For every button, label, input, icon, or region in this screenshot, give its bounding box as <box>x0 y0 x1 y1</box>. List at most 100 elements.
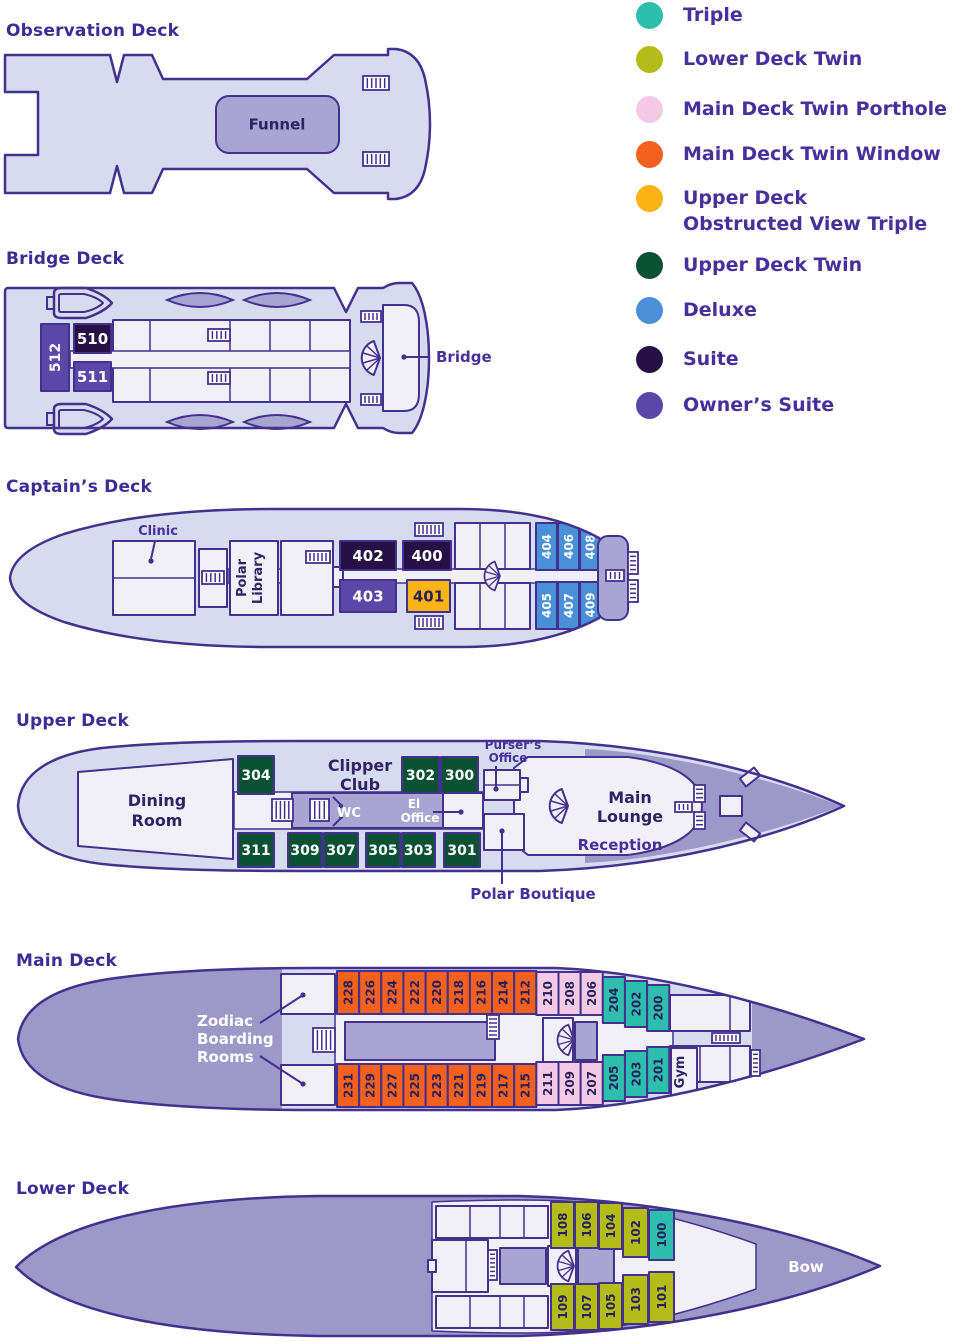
legend-color-dot <box>636 392 663 419</box>
legend-item-label: Main Deck Twin Window <box>683 143 941 165</box>
legend-item-triple: Triple <box>636 2 743 29</box>
cabin-103[interactable]: 103 <box>622 1274 649 1325</box>
cabin-206[interactable]: 206 <box>579 971 604 1016</box>
cabin-212[interactable]: 212 <box>513 970 538 1015</box>
cabin-301[interactable]: 301 <box>443 832 481 868</box>
svg-text:203: 203 <box>629 1061 643 1086</box>
cabin-311[interactable]: 311 <box>237 832 275 868</box>
svg-text:103: 103 <box>629 1287 643 1312</box>
cabin-215[interactable]: 215 <box>513 1063 538 1108</box>
stairs-icon <box>627 551 639 575</box>
reception-label: Reception <box>578 836 663 854</box>
legend-color-dot <box>636 96 663 123</box>
cabin-106[interactable]: 106 <box>574 1201 599 1249</box>
cabin-307[interactable]: 307 <box>323 832 359 868</box>
cabin-300[interactable]: 300 <box>440 756 479 794</box>
cabin-511[interactable]: 511 <box>73 361 112 392</box>
svg-text:307: 307 <box>326 843 355 859</box>
cabin-221[interactable]: 221 <box>446 1063 471 1108</box>
cabin-227[interactable]: 227 <box>380 1063 405 1108</box>
cabin-211[interactable]: 211 <box>535 1061 560 1106</box>
svg-text:217: 217 <box>496 1073 510 1098</box>
deck-title-lower: Lower Deck <box>16 1179 130 1199</box>
cabin-220[interactable]: 220 <box>424 970 449 1015</box>
cabin-219[interactable]: 219 <box>468 1063 494 1108</box>
svg-text:207: 207 <box>585 1071 599 1096</box>
svg-text:400: 400 <box>411 547 442 565</box>
cabin-407[interactable]: 407 <box>557 581 580 630</box>
legend-color-dot <box>636 185 663 212</box>
cabin-228[interactable]: 228 <box>336 970 361 1015</box>
svg-text:100: 100 <box>655 1222 669 1247</box>
cabin-203[interactable]: 203 <box>623 1050 649 1098</box>
main-lounge-label: Main <box>608 788 652 807</box>
cabin-402[interactable]: 402 <box>339 540 397 571</box>
stairs-icon <box>360 393 382 406</box>
cabin-510[interactable]: 510 <box>73 323 112 354</box>
cabin-223[interactable]: 223 <box>424 1063 449 1108</box>
cabin-105[interactable]: 105 <box>598 1282 623 1330</box>
cabin-302[interactable]: 302 <box>401 756 440 794</box>
cabin-201[interactable]: 201 <box>646 1046 671 1094</box>
cabin-202[interactable]: 202 <box>623 980 649 1028</box>
legend-color-dot <box>636 141 663 168</box>
cabin-512[interactable]: 512 <box>40 323 70 392</box>
cabin-107[interactable]: 107 <box>574 1283 599 1331</box>
cabin-208[interactable]: 208 <box>557 971 582 1016</box>
polar-boutique-label: Polar Boutique <box>470 885 596 903</box>
cabin-210[interactable]: 210 <box>535 971 560 1016</box>
svg-text:221: 221 <box>452 1073 466 1098</box>
cabin-231[interactable]: 231 <box>336 1063 361 1108</box>
cabin-225[interactable]: 225 <box>402 1063 427 1108</box>
cabin-403[interactable]: 403 <box>339 579 397 613</box>
cabin-200[interactable]: 200 <box>646 984 671 1032</box>
cabin-309[interactable]: 309 <box>287 832 323 868</box>
cabin-222[interactable]: 222 <box>402 970 427 1015</box>
stairs-icon <box>362 151 390 167</box>
cabin-205[interactable]: 205 <box>601 1054 626 1102</box>
cabin-101[interactable]: 101 <box>648 1271 675 1323</box>
cabin-109[interactable]: 109 <box>550 1283 575 1331</box>
legend-color-dot <box>636 2 663 29</box>
bow-label: Bow <box>788 1258 824 1276</box>
cabin-224[interactable]: 224 <box>380 970 405 1015</box>
cabin-209[interactable]: 209 <box>557 1061 582 1106</box>
stairs-icon <box>305 550 331 564</box>
clipper-club-label: Club <box>340 775 380 794</box>
stairs-icon <box>605 569 625 582</box>
dining-room-label: Dining <box>128 791 186 810</box>
legend-item-window: Main Deck Twin Window <box>636 141 941 168</box>
cabin-304[interactable]: 304 <box>237 755 275 795</box>
cabin-218[interactable]: 218 <box>446 970 471 1015</box>
svg-text:102: 102 <box>629 1220 643 1245</box>
deck-title-main: Main Deck <box>16 951 118 971</box>
cabin-102[interactable]: 102 <box>622 1207 649 1258</box>
cabin-207[interactable]: 207 <box>579 1061 604 1106</box>
stairs-icon <box>711 1032 741 1044</box>
cabin-214[interactable]: 214 <box>491 970 516 1015</box>
svg-text:105: 105 <box>604 1293 618 1318</box>
legend-item-porthole: Main Deck Twin Porthole <box>636 96 947 123</box>
main-lounge-room <box>513 756 703 856</box>
cabin-406[interactable]: 406 <box>557 522 580 571</box>
cabin-229[interactable]: 229 <box>358 1063 383 1108</box>
cabin-216[interactable]: 216 <box>468 970 494 1015</box>
cabin-100[interactable]: 100 <box>648 1209 675 1261</box>
cabin-404[interactable]: 404 <box>535 522 558 571</box>
cabin-405[interactable]: 405 <box>535 581 558 630</box>
cabin-104[interactable]: 104 <box>598 1202 623 1250</box>
svg-text:510: 510 <box>77 330 108 348</box>
cabin-217[interactable]: 217 <box>491 1063 516 1108</box>
cabin-303[interactable]: 303 <box>401 832 436 868</box>
cabin-305[interactable]: 305 <box>365 832 401 868</box>
svg-text:216: 216 <box>474 980 488 1005</box>
legend-color-dot <box>636 346 663 373</box>
svg-text:214: 214 <box>496 980 510 1005</box>
cabin-226[interactable]: 226 <box>358 970 383 1015</box>
cabin-401[interactable]: 401 <box>406 579 451 613</box>
cabin-400[interactable]: 400 <box>402 540 452 571</box>
cabin-204[interactable]: 204 <box>601 976 626 1024</box>
cabin-108[interactable]: 108 <box>550 1201 575 1249</box>
